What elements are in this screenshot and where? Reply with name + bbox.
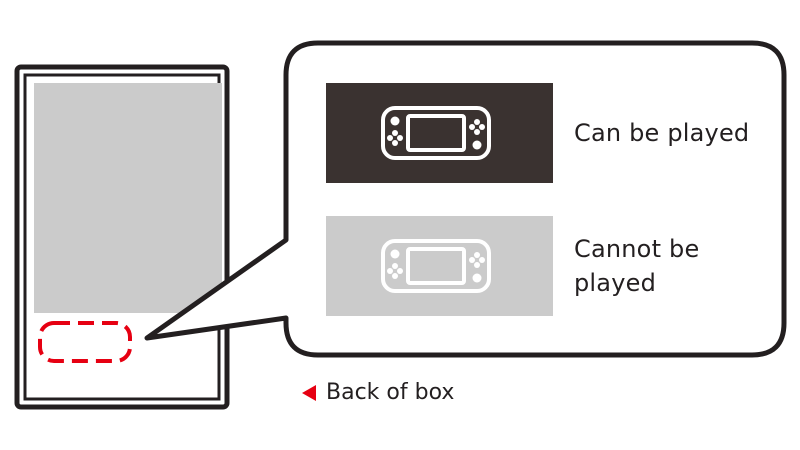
icon-location-highlight	[38, 321, 132, 363]
playable-label: Can be played	[574, 119, 750, 147]
callout-bubble	[144, 40, 787, 358]
box-art-area	[34, 83, 222, 313]
unplayable-tile	[326, 216, 553, 316]
game-box	[14, 64, 230, 410]
playable-tile	[326, 83, 553, 183]
back-of-box-caption: Back of box	[302, 378, 454, 408]
unplayable-label: Cannot be played	[574, 235, 700, 297]
caption-text: Back of box	[326, 380, 455, 405]
red-arrow-icon	[302, 385, 316, 401]
